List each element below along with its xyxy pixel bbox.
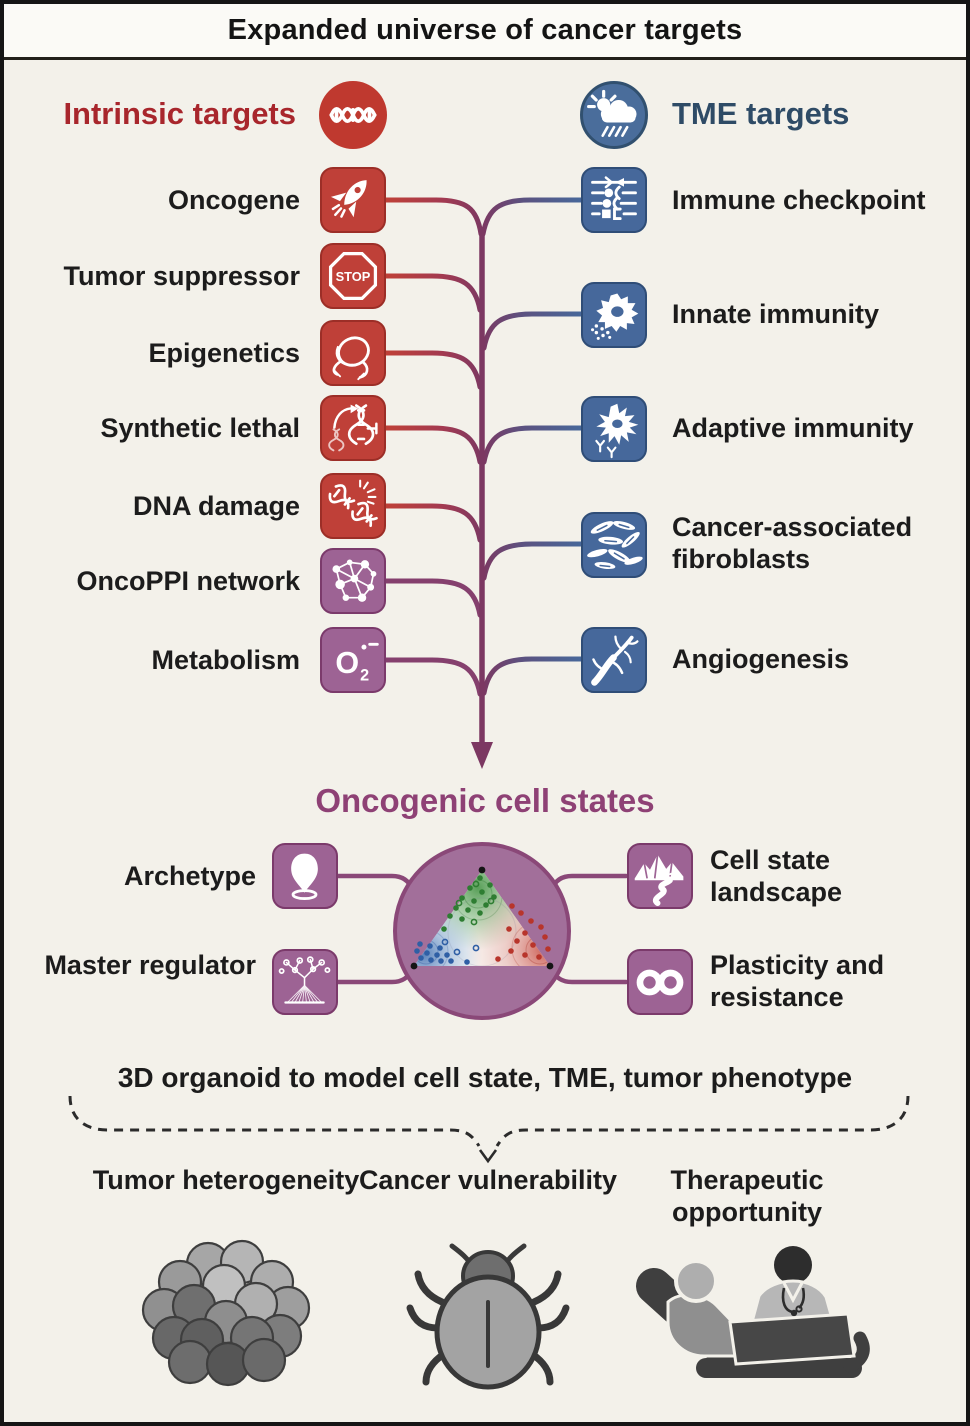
organoid-caption: 3D organoid to model cell state, TME, tu… [117, 1062, 853, 1093]
label-master-regulator: Master regulator [44, 950, 256, 980]
infinity-icon [627, 949, 693, 1015]
scatter-green [441, 875, 497, 932]
stop-sign-icon: STOP [320, 243, 386, 309]
broken-dna-icon [320, 473, 386, 539]
label-angiogenesis: Angiogenesis [672, 644, 850, 674]
label-epigenetics: Epigenetics [148, 338, 300, 368]
label-synthetic-lethal: Synthetic lethal [100, 413, 300, 443]
connector-canvas [68, 197, 910, 1390]
bedside-table [728, 1312, 856, 1366]
label-metabolism: Metabolism [151, 645, 300, 675]
tme-heading: TME targets [672, 96, 850, 131]
label-innate-immunity: Innate immunity [672, 299, 880, 329]
brace-arrowhead [478, 1149, 498, 1164]
beetle-icon [406, 1243, 570, 1390]
scatter-red [495, 903, 551, 962]
cell-states-heading: Oncogenic cell states [315, 782, 655, 819]
svg-text:O: O [335, 646, 359, 680]
clinic-chair-icon [636, 1246, 870, 1378]
pin-icon [272, 843, 338, 909]
vessels-icon [581, 627, 647, 693]
dna-arrow-icon [320, 395, 386, 461]
figure-title: Expanded universe of cancer targets [227, 14, 743, 46]
label-oncogene: Oncogene [167, 185, 300, 215]
intrinsic-heading: Intrinsic targets [63, 96, 296, 131]
label-tumor-suppressor: Tumor suppressor [63, 261, 300, 291]
regulator-network-icon [272, 949, 338, 1015]
label-oncoppi: OncoPPI network [76, 566, 300, 596]
scatter-blue [414, 938, 480, 965]
figure-title-bar: Expanded universe of cancer targets [4, 4, 966, 60]
mountain-path-icon [627, 843, 693, 909]
doctor-head [774, 1246, 812, 1284]
nucleosome-icon [320, 320, 386, 386]
cell-cluster-icon [141, 1239, 311, 1387]
label-dna-damage: DNA damage [132, 491, 300, 521]
checkpoint-sliders-icon [581, 167, 647, 233]
tme-weather-icon [580, 81, 648, 149]
dashed-brace [68, 1095, 910, 1164]
down-arrowhead [471, 742, 493, 769]
fibroblasts-icon [581, 512, 647, 578]
label-adaptive-immunity: Adaptive immunity [672, 413, 914, 443]
label-plasticity: Plasticity and resistance [710, 950, 885, 1012]
rocket-icon [320, 167, 386, 233]
ternary-plot [393, 842, 571, 1020]
network-icon [320, 548, 386, 614]
svg-text:2: 2 [360, 667, 369, 685]
label-cell-state-landscape: Cell state landscape [710, 845, 843, 907]
dendritic-cell-icon [581, 396, 647, 462]
label-archetype: Archetype [123, 861, 256, 891]
label-cafs: Cancer-associated fibroblasts [672, 512, 913, 574]
label-tumor-heterogeneity: Tumor heterogeneity [92, 1165, 360, 1195]
label-immune-checkpoint: Immune checkpoint [672, 185, 926, 215]
label-therapeutic-opportunity: Therapeutic opportunity [670, 1165, 824, 1227]
convergence-tree [381, 197, 585, 769]
radical-dot [361, 644, 367, 650]
stethoscope [781, 1287, 794, 1314]
label-cancer-vulnerability: Cancer vulnerability [358, 1165, 618, 1195]
ternary-vertices [410, 866, 554, 970]
dna-helix-icon [319, 81, 387, 149]
superoxide-icon: O 2 [320, 627, 386, 693]
svg-text:STOP: STOP [336, 269, 371, 284]
patient-head [674, 1259, 718, 1303]
macrophage-icon [581, 282, 647, 348]
